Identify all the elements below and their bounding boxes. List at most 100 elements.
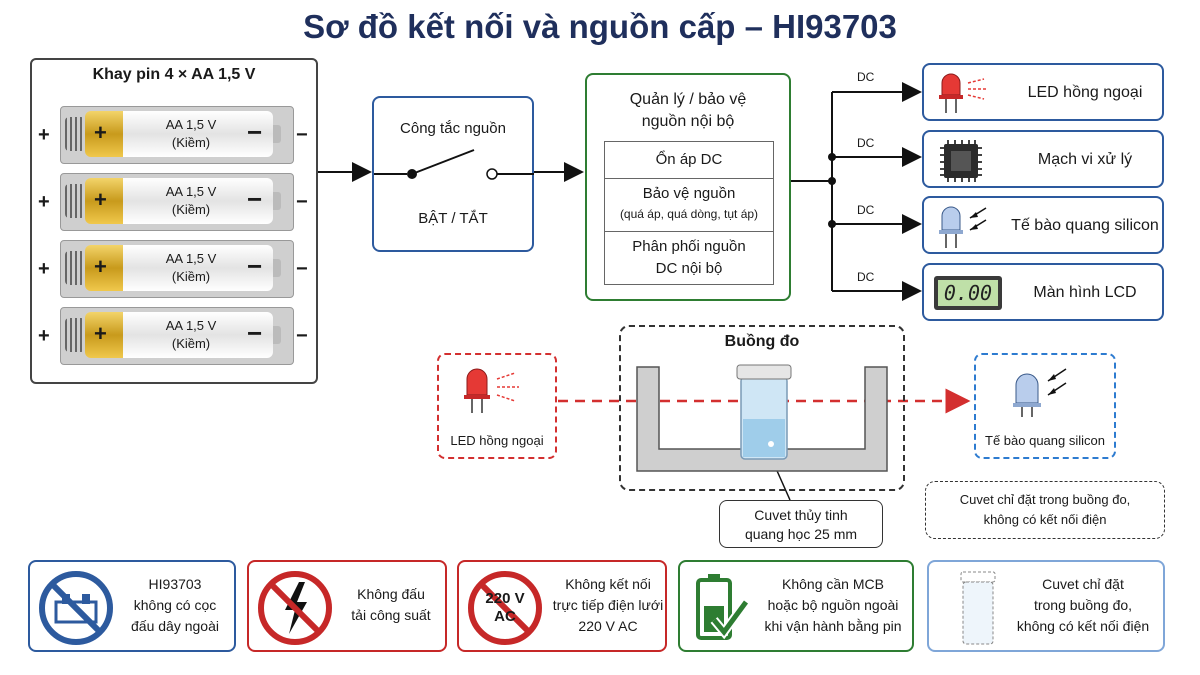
distribution-label: Phân phối nguồn xyxy=(632,238,746,255)
cell-type: (Kiềm) xyxy=(171,336,211,351)
tray-plus-sign: + xyxy=(38,124,50,146)
plus-terminal: + xyxy=(94,187,107,212)
cuvette-icon xyxy=(960,571,996,645)
warning-line: khi vận hành bằng pin xyxy=(764,618,902,634)
distribution-detail: DC nội bộ xyxy=(655,260,723,277)
warning-line: Không đấu xyxy=(357,586,425,602)
regulator-block: Ổn áp DC xyxy=(604,141,774,179)
power-mgmt-subtitle: nguồn nội bộ xyxy=(641,113,735,130)
battery-cell: + − AA 1,5 V (Kiềm) xyxy=(60,106,294,164)
measurement-chamber: Buồng đo xyxy=(619,325,905,491)
mains-badge: 220 V xyxy=(485,590,525,607)
battery-tray-title: Khay pin 4 × AA 1,5 V xyxy=(92,66,256,83)
power-management-box: Quản lý / bảo vệ nguồn nội bộ Ổn áp DC B… xyxy=(585,73,791,301)
lcd-icon: 0.00 xyxy=(934,276,1002,310)
tray-plus-sign: + xyxy=(38,191,50,213)
device-label: Mạch vi xử lý xyxy=(1037,151,1133,168)
warning-line: trong buồng đo, xyxy=(1033,597,1133,613)
warning-line: HI93703 xyxy=(148,576,202,592)
cell-type: (Kiềm) xyxy=(171,202,211,217)
cell-label: AA 1,5 V xyxy=(165,184,217,199)
note-line: không có kết nối điện xyxy=(983,512,1107,527)
tray-minus-sign: − xyxy=(296,325,308,347)
mains-badge: AC xyxy=(494,608,516,625)
spring-icon xyxy=(65,184,85,218)
spring-icon xyxy=(65,251,85,285)
tray-minus-sign: − xyxy=(296,124,308,146)
led-icon xyxy=(939,73,986,113)
dc-label: DC xyxy=(857,203,875,217)
plus-terminal: + xyxy=(94,254,107,279)
battery-check-icon xyxy=(696,574,750,640)
plus-terminal: + xyxy=(94,321,107,346)
note-line: Cuvet chỉ đặt trong buồng đo, xyxy=(959,492,1131,507)
cell-label: AA 1,5 V xyxy=(165,117,217,132)
switch-icon xyxy=(374,149,534,180)
plus-terminal: + xyxy=(94,120,107,145)
protection-label: Bảo vệ nguồn xyxy=(642,185,736,202)
warning-line: Không cần MCB xyxy=(782,576,884,592)
warning-line: đấu dây ngoài xyxy=(131,618,219,634)
device-led: LED hồng ngoại xyxy=(922,63,1164,121)
optical-led-box: LED hồng ngoại xyxy=(437,353,557,459)
battery-cell: + − AA 1,5 V (Kiềm) xyxy=(60,307,294,365)
led-icon xyxy=(464,368,519,413)
device-label: Màn hình LCD xyxy=(1033,284,1137,301)
chamber-title: Buồng đo xyxy=(724,333,800,350)
minus-terminal: − xyxy=(247,184,263,214)
page-title: Sơ đồ kết nối và nguồn cấp – HI93703 xyxy=(303,8,897,45)
spring-icon xyxy=(65,117,85,151)
device-label: Tế bào quang silicon xyxy=(1011,217,1159,234)
warning-cuvette-only: Cuvet chỉ đặt trong buồng đo, không có k… xyxy=(927,560,1165,652)
warning-line: trực tiếp điện lưới xyxy=(552,597,664,613)
device-label: LED hồng ngoại xyxy=(1027,84,1143,101)
lcd-reading: 0.00 xyxy=(938,280,998,306)
warning-no-mcb: Không cần MCB hoặc bộ nguồn ngoài khi vậ… xyxy=(678,560,914,652)
no-mains-icon xyxy=(468,571,542,645)
battery-tray: Khay pin 4 × AA 1,5 V + − AA 1,5 V (Kiềm)… xyxy=(30,58,318,384)
warning-no-power-load: Không đấu tải công suất xyxy=(247,560,447,652)
cell-label: AA 1,5 V xyxy=(165,318,217,333)
cuvette-spec: quang học 25 mm xyxy=(744,526,858,542)
warning-no-terminals: HI93703 không có cọc đấu dây ngoài xyxy=(28,560,236,652)
device-microprocessor: Mạch vi xử lý xyxy=(922,130,1164,188)
tray-minus-sign: − xyxy=(296,258,308,280)
cell-label: AA 1,5 V xyxy=(165,251,217,266)
power-mgmt-title: Quản lý / bảo vệ xyxy=(629,91,747,108)
protection-detail: (quá áp, quá dòng, tụt áp) xyxy=(619,207,759,221)
battery-cell: + − AA 1,5 V (Kiềm) xyxy=(60,240,294,298)
tray-plus-sign: + xyxy=(38,258,50,280)
optical-led-label: LED hồng ngoại xyxy=(450,433,544,448)
minus-terminal: − xyxy=(247,318,263,348)
no-terminal-icon xyxy=(39,571,113,645)
optical-sensor-box: Tế bào quang silicon xyxy=(974,353,1116,459)
warning-line: Không kết nối xyxy=(565,576,651,592)
switch-state: BẬT / TẮT xyxy=(418,210,488,227)
warning-line: hoặc bộ nguồn ngoài xyxy=(767,597,899,613)
minus-terminal: − xyxy=(247,251,263,281)
cell-type: (Kiềm) xyxy=(171,269,211,284)
warning-no-mains: 220 V AC Không kết nối trực tiếp điện lư… xyxy=(457,560,667,652)
minus-terminal: − xyxy=(247,117,263,147)
photodiode-icon xyxy=(939,206,987,248)
power-switch-box: Công tắc nguồn BẬT / TẮT xyxy=(372,96,534,252)
warning-line: Cuvet chỉ đặt xyxy=(1042,576,1124,592)
dc-label: DC xyxy=(857,70,875,84)
chip-icon xyxy=(940,140,982,182)
warning-line: không có kết nối điện xyxy=(1016,618,1150,634)
dc-label: DC xyxy=(857,136,875,150)
device-lcd: 0.00 Màn hình LCD xyxy=(922,263,1164,321)
cell-type: (Kiềm) xyxy=(171,135,211,150)
no-lightning-icon xyxy=(258,571,332,645)
distribution-block: Phân phối nguồn DC nội bộ xyxy=(604,231,774,285)
warning-line: không có cọc xyxy=(133,597,217,613)
device-photocell: Tế bào quang silicon xyxy=(922,196,1164,254)
cuvette-label: Cuvet thủy tinh xyxy=(754,507,848,523)
warning-line: tải công suất xyxy=(351,607,431,623)
cuvette-callout: Cuvet thủy tinh quang học 25 mm xyxy=(719,500,883,548)
warning-line: 220 V AC xyxy=(578,618,638,634)
regulator-label: Ổn áp DC xyxy=(655,151,723,168)
spring-icon xyxy=(65,318,85,352)
optical-sensor-label: Tế bào quang silicon xyxy=(985,433,1105,448)
dc-label: DC xyxy=(857,270,875,284)
